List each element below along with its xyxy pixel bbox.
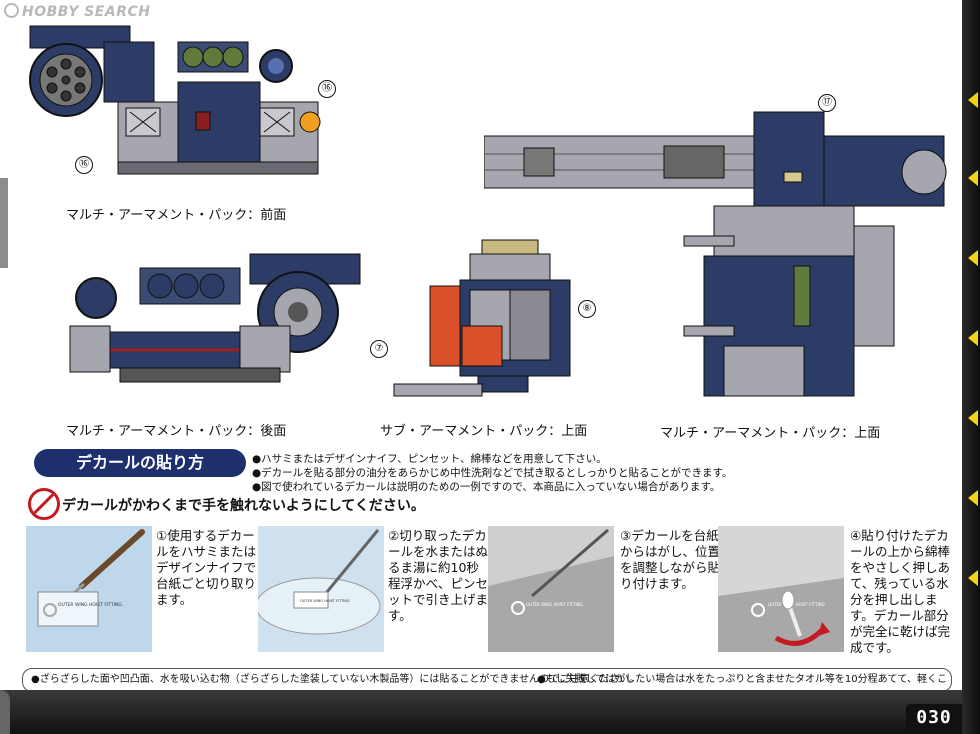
decal-notes: ●ハサミまたはデザインナイフ、ピンセット、綿棒などを用意して下さい。 ●デカール… <box>252 452 732 494</box>
page-footer <box>0 690 962 734</box>
callout-8: ⑧ <box>578 300 596 318</box>
step-3-illustration: OUTER WING HOIST FITTING <box>488 526 614 652</box>
step-2-text: ②切り取ったデカールを水またはぬるま湯に約10秒程浮かべ、ピンセットで引き上げま… <box>388 528 489 623</box>
step-2-illustration: OUTER WING HOIST FITTING <box>258 526 384 652</box>
decal-sample-label: OUTER WING HOIST FITTING <box>300 599 350 603</box>
watermark-text: HOBBY SEARCH <box>22 4 151 20</box>
step-1-illustration: OUTER WING HOIST FITTING <box>26 526 152 652</box>
chevron-left-icon <box>968 570 978 586</box>
right-decor-bar <box>962 0 980 734</box>
decal-sample-label: OUTER WING HOIST FITTING <box>58 602 122 608</box>
front-view-illustration <box>29 25 321 175</box>
left-decor-tab <box>0 690 10 734</box>
caption-multi-top-view: マルチ・アーマメント・パック：上面 <box>660 426 881 441</box>
footnote-left: ●ざらざらした面や凹凸面、水を吸い込む物（ざらざらした塗装していない木製品等）に… <box>31 674 640 685</box>
decal-section-title: デカールの貼り方 <box>34 449 246 477</box>
callout-16: ⑯ <box>318 80 336 98</box>
rear-view-illustration <box>69 253 361 383</box>
chevron-left-icon <box>968 490 978 506</box>
chevron-left-icon <box>968 170 978 186</box>
decal-warning: デカールがかわくまで手を触れないようにしてください。 <box>62 498 425 514</box>
callout-7: ⑦ <box>370 340 388 358</box>
decal-note: ●ハサミまたはデザインナイフ、ピンセット、綿棒などを用意して下さい。 <box>252 453 607 465</box>
page-number: 030 <box>906 704 962 732</box>
watermark: HOBBY SEARCH <box>4 3 150 20</box>
decal-note: ●図で使われているデカールは説明のための一例ですので、本商品に入っていない場合が… <box>252 481 721 493</box>
registered-icon <box>4 3 19 18</box>
callout-16: ⑯ <box>75 156 93 174</box>
chevron-left-icon <box>968 250 978 266</box>
callout-17: ⑰ <box>818 94 836 112</box>
multi-armament-top-illustration <box>484 111 947 397</box>
left-decor-tab <box>0 178 8 268</box>
step-4-text: ④貼り付けたデカールの上から綿棒をやさしく押しあて、残っている水分を押し出します… <box>850 528 951 655</box>
decal-footnote: ●ざらざらした面や凹凸面、水を吸い込む物（ざらざらした塗装していない木製品等）に… <box>22 668 952 707</box>
caption-front-view: マルチ・アーマメント・パック：前面 <box>66 208 287 223</box>
decal-note: ●デカールを貼る部分の油分をあらかじめ中性洗剤などで拭き取るとしっかりと貼ること… <box>252 467 733 479</box>
step-3-text: ③デカールを台紙からはがし、位置を調整しながら貼り付けます。 <box>620 528 721 591</box>
sub-armament-top-illustration <box>393 239 571 397</box>
decal-sample-label: OUTER WING HOIST FITTING <box>768 602 825 607</box>
no-touch-icon <box>28 488 60 520</box>
step-1-text: ①使用するデカールをハサミまたはデザインナイフで台紙ごと切り取ります。 <box>156 528 257 607</box>
chevron-left-icon <box>968 330 978 346</box>
caption-sub-top-view: サブ・アーマメント・パック：上面 <box>380 424 588 439</box>
decal-sample-label: OUTER WING HOIST FITTING <box>526 602 583 607</box>
chevron-left-icon <box>968 410 978 426</box>
chevron-left-icon <box>968 92 978 108</box>
caption-rear-view: マルチ・アーマメント・パック：後面 <box>66 424 287 439</box>
step-4-illustration: OUTER WING HOIST FITTING <box>718 526 844 652</box>
